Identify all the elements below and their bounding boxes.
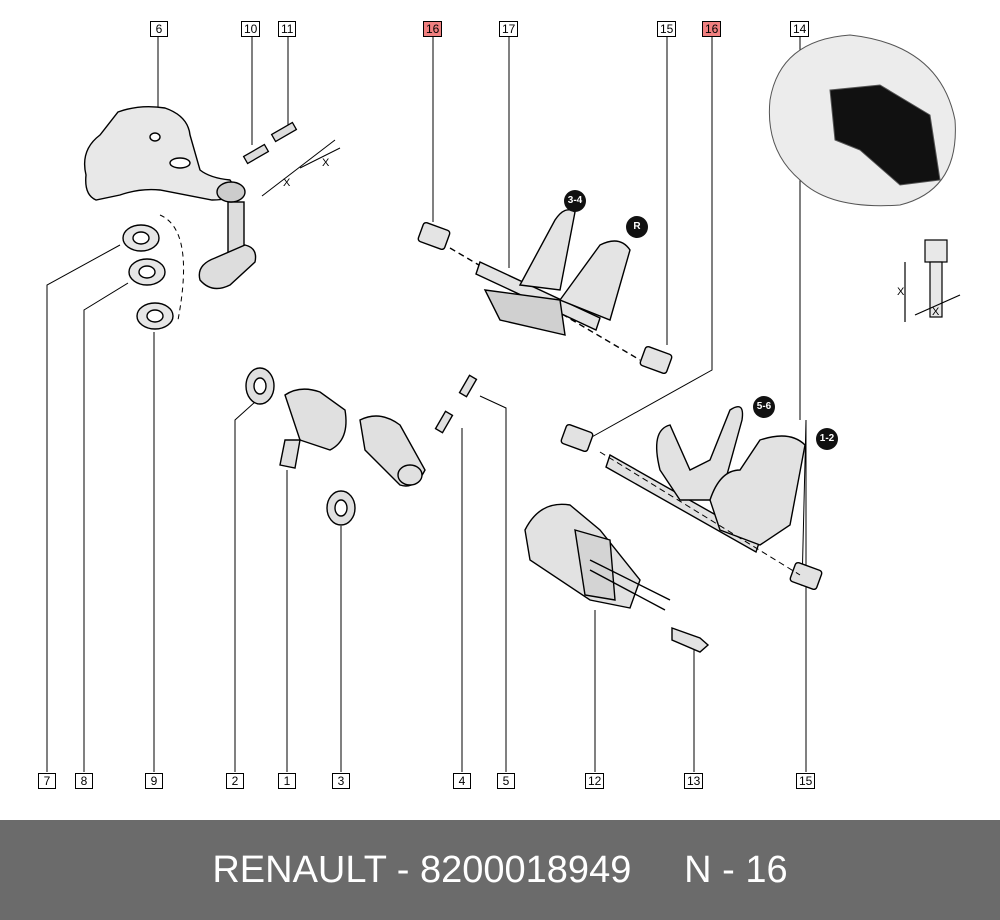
gear-badge-3-4: 3-4 [564,190,586,212]
callout-3: 3 [332,773,350,789]
callout-6: 6 [150,21,168,37]
callout-8: 8 [75,773,93,789]
part-footer: RENAULT - 8200018949 N - 16 [0,820,1000,920]
callout-10: 10 [241,21,261,37]
brand-name: RENAULT [212,849,387,891]
reference-code: N - 16 [684,849,788,891]
callout-15-top: 15 [657,21,677,37]
callout-1: 1 [278,773,296,789]
callout-2: 2 [226,773,244,789]
dimension-mark: X [283,177,291,189]
callout-12: 12 [585,773,605,789]
gear-badge-r: R [626,216,648,238]
gear-badge-1-2: 1-2 [816,428,838,450]
dimension-mark: X [322,157,330,169]
callout-9: 9 [145,773,163,789]
dimension-mark: X [932,306,940,318]
callout-4: 4 [453,773,471,789]
callout-17: 17 [499,21,519,37]
part-number: 8200018949 [420,849,632,891]
callout-15-bottom: 15 [796,773,816,789]
callout-7: 7 [38,773,56,789]
callout-5: 5 [497,773,515,789]
callout-16-highlight: 16 [702,21,722,37]
spacer [631,849,684,891]
callout-13: 13 [684,773,704,789]
exploded-parts-diagram [46,34,961,772]
callout-16-highlight: 16 [423,21,443,37]
gear-badge-5-6: 5-6 [753,396,775,418]
callout-11: 11 [278,21,297,37]
dimension-mark: X [897,286,905,298]
separator: - [386,849,420,891]
callout-14: 14 [790,21,810,37]
